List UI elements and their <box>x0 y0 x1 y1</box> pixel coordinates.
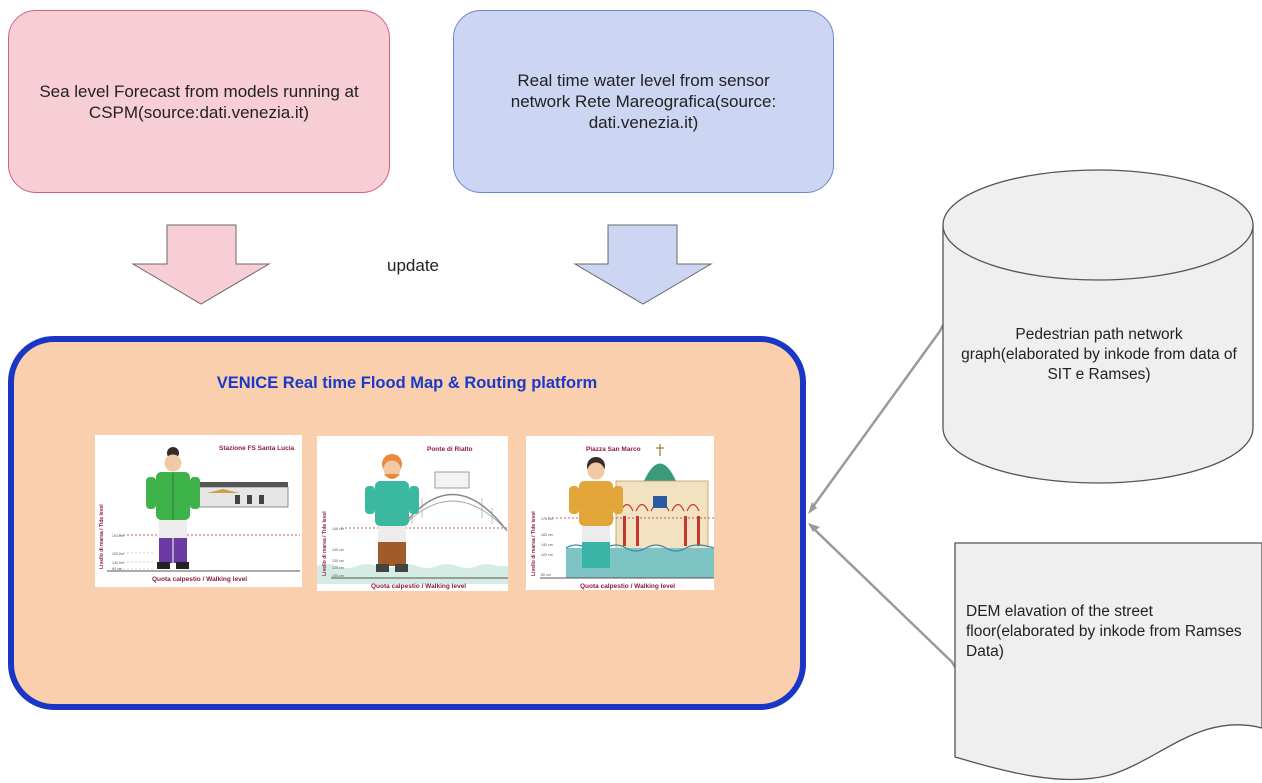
san-marco-tick-label: 80 cm <box>541 573 551 577</box>
realtime-source-label: Real time water level from sensor networ… <box>510 71 777 132</box>
rialto-y-axis-label: Livello di marea / Tide level <box>322 511 328 576</box>
san-marco-tick-label: 160 cm <box>541 533 553 537</box>
station-card: Stazione FS Santa Lucia Livello di marea… <box>95 435 302 587</box>
dem-document-label: DEM elavation of the street floor(elabor… <box>966 603 1242 660</box>
rialto-card-footer: Quota calpestio / Walking level <box>371 583 466 590</box>
station-tick-label: 90 cm <box>112 567 122 571</box>
san-marco-tick-label: 140 cm <box>541 543 553 547</box>
rialto-tick-label: 148 cm <box>332 527 344 531</box>
station-card-title: Stazione FS Santa Lucia <box>219 445 295 452</box>
forecast-down-arrow <box>131 224 271 305</box>
dem-to-platform-connector <box>814 529 957 668</box>
rialto-tick-label: 140 cm <box>332 548 344 552</box>
san-marco-card-footer: Quota calpestio / Walking level <box>580 583 675 590</box>
dem-document-shape <box>954 542 1262 781</box>
san-marco-card-title: Piazza San Marco <box>586 446 641 453</box>
rialto-tick-label: 130 cm <box>332 559 344 563</box>
realtime-source-box: Real time water level from sensor networ… <box>453 10 834 193</box>
graph-connector-arrowhead <box>808 502 817 514</box>
station-tick-label: 104 cm <box>112 534 124 538</box>
forecast-source-label: Sea level Forecast from models running a… <box>39 81 359 122</box>
station-card-footer: Quota calpestio / Walking level <box>152 576 247 583</box>
forecast-source-box: Sea level Forecast from models running a… <box>8 10 390 193</box>
rialto-card-title: Ponte di Rialto <box>427 446 473 453</box>
graph-database-label: Pedestrian path network graph(elaborated… <box>961 326 1237 383</box>
graph-to-platform-connector <box>810 324 945 509</box>
rialto-illustration: Ponte di Rialto Livello di marea / Tide … <box>317 446 508 590</box>
san-marco-y-axis-label: Livello di marea / Tide level <box>531 511 537 576</box>
rialto-tick-label: 100 cm <box>332 574 344 578</box>
san-marco-illustration: Piazza San Marco Livello di marea / Tide… <box>531 444 714 590</box>
rialto-tick-label: 120 cm <box>332 566 344 570</box>
rialto-card: Ponte di Rialto Livello di marea / Tide … <box>317 436 508 591</box>
dem-connector-arrowhead <box>808 523 820 532</box>
graph-database-cylinder <box>942 169 1254 484</box>
platform-title: VENICE Real time Flood Map & Routing pla… <box>216 374 598 392</box>
station-tick-label: 130 cm <box>112 561 124 565</box>
realtime-down-arrow <box>573 224 713 305</box>
san-marco-card: Piazza San Marco Livello di marea / Tide… <box>526 436 714 590</box>
update-label: update <box>387 256 439 275</box>
station-tick-label: 100 cm <box>112 552 124 556</box>
san-marco-tick-label: 120 cm <box>541 553 553 557</box>
station-illustration: Stazione FS Santa Lucia Livello di marea… <box>99 445 300 583</box>
platform-box: VENICE Real time Flood Map & Routing pla… <box>8 336 806 710</box>
san-marco-tick-label: 176 cm <box>541 517 553 521</box>
station-y-axis-label: Livello di marea / Tide level <box>99 504 105 569</box>
